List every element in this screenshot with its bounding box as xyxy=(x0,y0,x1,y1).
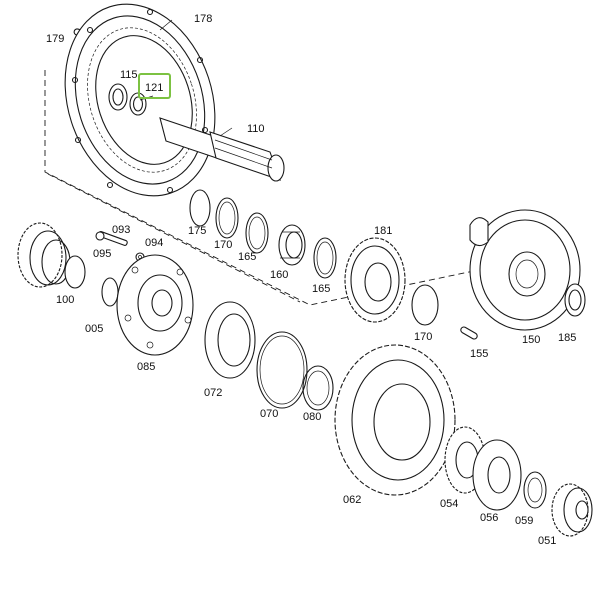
part-165b-ring[interactable] xyxy=(313,237,337,279)
part-160-needle-bearing[interactable] xyxy=(278,224,306,266)
part-185-nut[interactable] xyxy=(564,283,586,317)
part-115-ring[interactable] xyxy=(108,83,128,111)
label-165a: 165 xyxy=(238,251,256,263)
part-150-carrier[interactable] xyxy=(469,209,581,331)
label-059: 059 xyxy=(515,515,533,527)
label-150: 150 xyxy=(522,334,540,346)
part-062-crown-gear[interactable] xyxy=(334,344,456,496)
part-181-gear[interactable] xyxy=(344,237,406,323)
part-175-circlip[interactable] xyxy=(189,189,211,227)
part-labels: 179 178 115 121 110 175 170 165 160 165 … xyxy=(46,13,576,547)
label-185: 185 xyxy=(558,332,576,344)
label-155: 155 xyxy=(470,348,488,360)
part-080-ring[interactable] xyxy=(302,365,334,411)
part-072-seal[interactable] xyxy=(204,301,256,379)
part-121-ring[interactable] xyxy=(129,92,147,116)
part-051-gear[interactable] xyxy=(551,483,593,537)
label-005: 005 xyxy=(85,323,103,335)
label-170a: 170 xyxy=(214,239,232,251)
label-062: 062 xyxy=(343,494,361,506)
part-070-ring[interactable] xyxy=(256,331,308,409)
part-056-disc[interactable] xyxy=(472,439,522,511)
label-121: 121 xyxy=(145,82,163,94)
part-170b-circlip[interactable] xyxy=(411,284,439,326)
part-155-pin[interactable] xyxy=(460,326,479,340)
assembly-guide-lines xyxy=(44,70,576,306)
part-093-bolt[interactable] xyxy=(95,231,128,246)
label-070: 070 xyxy=(260,408,278,420)
label-110: 110 xyxy=(247,123,265,135)
part-170a-ring[interactable] xyxy=(215,197,239,239)
label-165b: 165 xyxy=(312,283,330,295)
label-115: 115 xyxy=(120,69,138,81)
label-160: 160 xyxy=(270,269,288,281)
label-178: 178 xyxy=(194,13,212,25)
label-179: 179 xyxy=(46,33,64,45)
part-100-gear-pack[interactable] xyxy=(17,222,86,289)
label-175: 175 xyxy=(188,225,206,237)
label-056: 056 xyxy=(480,512,498,524)
label-094: 094 xyxy=(145,237,163,249)
label-181: 181 xyxy=(374,225,392,237)
part-059-ring[interactable] xyxy=(523,471,547,509)
part-110-shaft[interactable] xyxy=(159,117,285,182)
label-170b: 170 xyxy=(414,331,432,343)
label-095: 095 xyxy=(93,248,111,260)
label-093: 093 xyxy=(112,224,130,236)
part-085-hub[interactable] xyxy=(116,254,194,356)
label-080: 080 xyxy=(303,411,321,423)
part-005-ring[interactable] xyxy=(101,277,119,307)
label-051: 051 xyxy=(538,535,556,547)
part-165a-ring[interactable] xyxy=(245,212,269,254)
label-100: 100 xyxy=(56,294,74,306)
label-072: 072 xyxy=(204,387,222,399)
label-054: 054 xyxy=(440,498,458,510)
highlight-box-121 xyxy=(138,73,171,99)
label-085: 085 xyxy=(137,361,155,373)
